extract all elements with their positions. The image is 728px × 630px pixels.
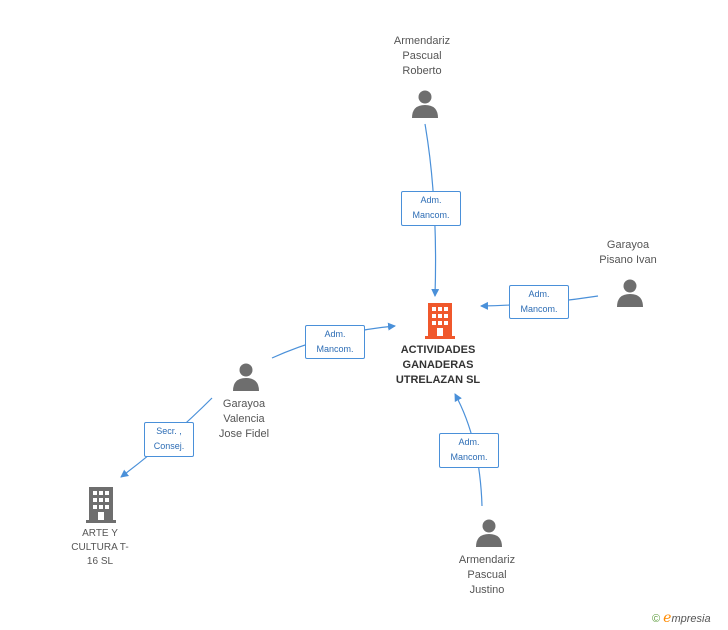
label-line: Armendariz	[393, 35, 451, 47]
role-badge-ivan[interactable]: Adm. Mancom.	[509, 285, 569, 319]
label-line: Garayoa	[606, 239, 650, 251]
label-line: Pascual	[467, 569, 507, 581]
role-line: Adm.	[420, 195, 442, 205]
copyright-symbol: ©	[652, 613, 661, 625]
role-line: Adm.	[324, 329, 346, 339]
person-icon-armendariz-justino[interactable]	[475, 518, 503, 548]
label-line: CULTURA T-	[71, 542, 129, 553]
brand-initial: e	[663, 610, 672, 626]
node-label-garayoa-jose[interactable]: Garayoa Valencia Jose Fidel	[194, 397, 294, 442]
person-icon-garayoa-ivan[interactable]	[616, 278, 644, 308]
node-label-armendariz-justino[interactable]: Armendariz Pascual Justino	[437, 553, 537, 598]
label-line: Roberto	[402, 65, 442, 77]
role-line: Adm.	[458, 437, 480, 447]
role-badge-jose[interactable]: Adm. Mancom.	[305, 325, 365, 359]
role-badge-roberto[interactable]: Adm. Mancom.	[401, 191, 461, 226]
building-icon-arte-cultura[interactable]	[86, 487, 116, 523]
label-line: GANADERAS	[402, 359, 474, 371]
node-label-garayoa-ivan[interactable]: Garayoa Pisano Ivan	[578, 238, 678, 268]
person-icon-armendariz-roberto[interactable]	[411, 89, 439, 119]
node-label-main-company[interactable]: ACTIVIDADES GANADERAS UTRELAZAN SL	[383, 343, 493, 388]
label-line: Justino	[469, 584, 505, 596]
label-line: Pisano Ivan	[599, 254, 657, 266]
label-line: Pascual	[402, 50, 442, 62]
node-label-arte-cultura[interactable]: ARTE Y CULTURA T- 16 SL	[50, 527, 150, 569]
role-line: Mancom.	[316, 344, 354, 354]
node-label-armendariz-roberto[interactable]: Armendariz Pascual Roberto	[372, 34, 472, 79]
person-icon-garayoa-jose[interactable]	[232, 362, 260, 392]
label-line: Jose Fidel	[218, 428, 270, 440]
brand-name: mpresia	[671, 613, 711, 625]
role-line: Mancom.	[520, 304, 558, 314]
role-line: Secr. ,	[156, 426, 182, 436]
role-line: Consej.	[153, 441, 185, 451]
role-line: Adm.	[528, 289, 550, 299]
label-line: Armendariz	[458, 554, 516, 566]
label-line: Garayoa	[222, 398, 266, 410]
role-line: Mancom.	[412, 210, 450, 220]
label-line: ACTIVIDADES	[400, 344, 476, 356]
label-line: Valencia	[223, 413, 265, 425]
building-icon-main[interactable]	[425, 303, 455, 339]
role-badge-justino[interactable]: Adm. Mancom.	[439, 433, 499, 468]
label-line: 16 SL	[86, 556, 114, 567]
empresia-logo: © empresia	[652, 610, 711, 626]
label-line: UTRELAZAN SL	[395, 374, 481, 386]
role-badge-secr[interactable]: Secr. , Consej.	[144, 422, 194, 457]
role-line: Mancom.	[450, 452, 488, 462]
label-line: ARTE Y	[82, 528, 118, 539]
